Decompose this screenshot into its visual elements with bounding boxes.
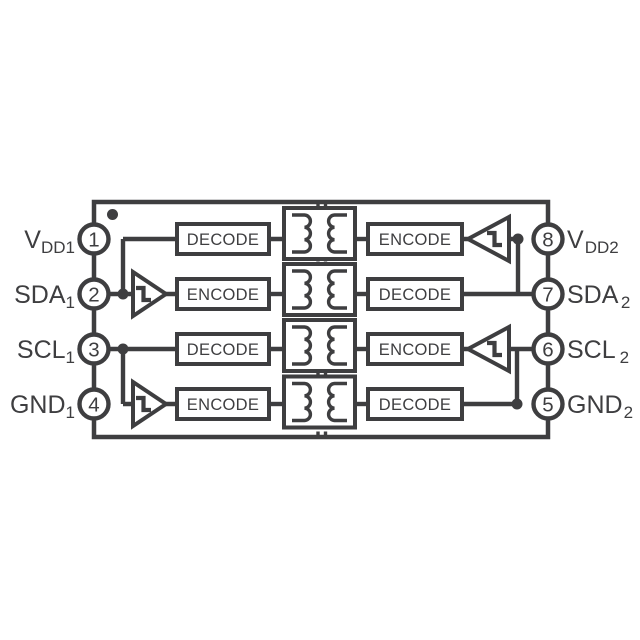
right-blocks: ENCODE DECODE ENCODE DECODE — [366, 222, 464, 421]
package-outline — [91, 199, 551, 440]
pin-label-gnd2: GND2 — [567, 391, 633, 422]
encode-block-ch2-label: ENCODE — [187, 286, 259, 304]
transformer-ch3 — [282, 318, 357, 373]
signal-edge-icon — [136, 395, 151, 413]
pin-label-gnd1: GND1 — [10, 391, 75, 422]
primary-coil — [292, 269, 313, 310]
decode-block-ch3-label: DECODE — [187, 341, 259, 359]
encode-block-ch4-label: ENCODE — [187, 396, 259, 414]
pins-left: 1 2 3 4 — [77, 222, 111, 421]
pin-number-1: 1 — [88, 228, 99, 251]
pin-number-8: 8 — [542, 228, 553, 251]
decode-block-ch3 — [175, 332, 271, 366]
secondary-coil — [326, 381, 347, 423]
decode-block-ch4-label: DECODE — [379, 396, 451, 414]
encode-block-ch3-label: ENCODE — [379, 341, 451, 359]
pin1-indicator-dot — [107, 209, 118, 220]
pin-number-6: 6 — [542, 338, 553, 361]
encode-block-ch1 — [366, 222, 464, 256]
junction-dot-sda2 — [512, 233, 524, 245]
junction-dot-scl1 — [117, 343, 129, 355]
pin-circle-6 — [531, 332, 565, 366]
schmitt-buffer-ch1 — [463, 213, 511, 265]
pin-circle-4 — [77, 387, 111, 421]
transformer-ch4 — [282, 374, 357, 430]
decode-block-ch4 — [366, 387, 464, 421]
pin-label-vdd2: VDD2 — [567, 226, 619, 257]
decode-block-ch1 — [175, 222, 271, 256]
primary-coil — [292, 213, 313, 254]
pin-number-7: 7 — [542, 283, 553, 306]
encode-block-ch3 — [366, 332, 464, 366]
pin-circle-8 — [531, 222, 565, 256]
pin-labels-left: VDD1 SDA1 SCL1 GND1 — [10, 226, 75, 422]
schmitt-buffer-ch2 — [131, 268, 170, 320]
transformer-ch1 — [282, 206, 357, 261]
signal-edge-icon — [487, 340, 502, 358]
secondary-coil — [326, 269, 347, 310]
pin-number-3: 3 — [88, 338, 99, 361]
transformer-ch2 — [282, 262, 357, 317]
schmitt-buffers — [131, 213, 511, 430]
signal-edge-icon — [487, 230, 502, 248]
junction-dot-sda1 — [117, 288, 129, 300]
encode-block-ch2 — [175, 277, 271, 311]
pin-number-2: 2 — [88, 283, 99, 306]
pin-circle-7 — [531, 277, 565, 311]
secondary-coil — [326, 213, 347, 254]
pin-circle-1 — [77, 222, 111, 256]
encode-block-ch4 — [175, 387, 271, 421]
pins-right: 8 7 6 5 — [531, 222, 565, 421]
primary-coil — [292, 381, 313, 423]
pin-label-sda1: SDA1 — [14, 281, 75, 312]
pin-circle-2 — [77, 277, 111, 311]
junction-dots — [117, 233, 524, 410]
schmitt-buffer-ch3 — [463, 323, 511, 375]
decode-block-ch2-label: DECODE — [379, 286, 451, 304]
pin-circle-3 — [77, 332, 111, 366]
pin-number-4: 4 — [88, 393, 99, 416]
pin-label-vdd1: VDD1 — [24, 226, 75, 257]
pin-label-scl1: SCL1 — [17, 336, 75, 367]
isolation-transformers — [282, 206, 357, 430]
decode-block-ch2 — [366, 277, 464, 311]
encode-block-ch1-label: ENCODE — [379, 231, 451, 249]
pin-number-5: 5 — [542, 393, 553, 416]
decode-block-ch1-label: DECODE — [187, 231, 259, 249]
secondary-coil — [326, 325, 347, 366]
schmitt-buffer-ch4 — [131, 378, 170, 430]
left-blocks: DECODE ENCODE DECODE ENCODE — [175, 222, 271, 421]
junction-dot-scl2 — [511, 398, 523, 410]
signal-edge-icon — [136, 285, 151, 303]
pin-circle-5 — [531, 387, 565, 421]
primary-coil — [292, 325, 313, 366]
